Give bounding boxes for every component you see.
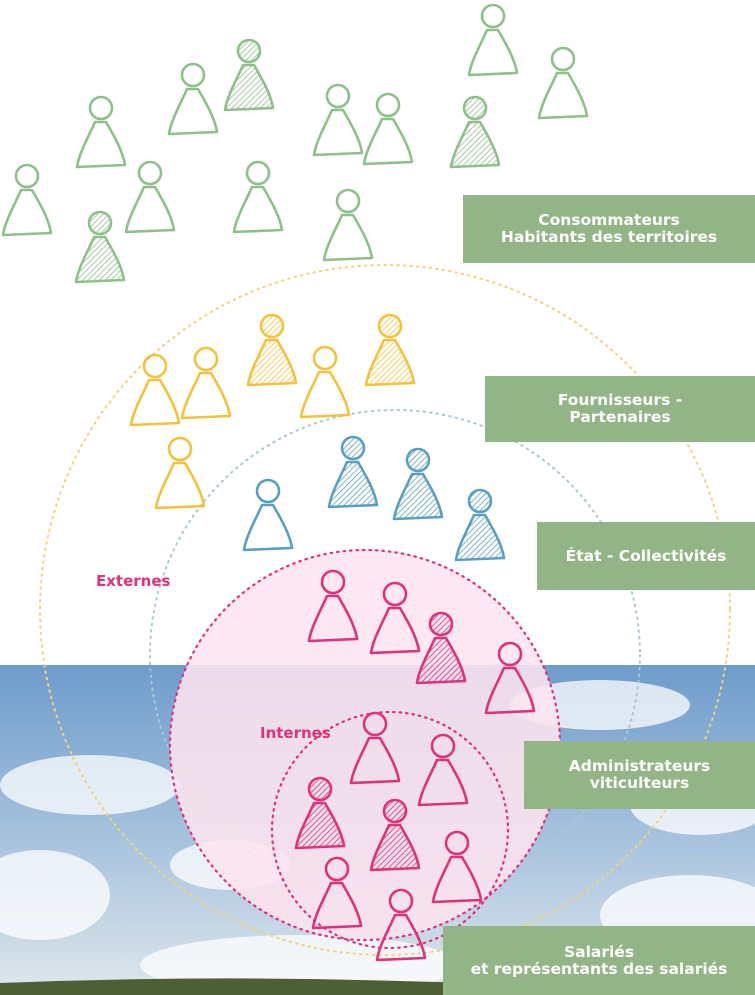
person-icon xyxy=(154,436,206,510)
person-icon xyxy=(322,188,374,262)
label-consumers-line1: Consommateurs xyxy=(538,211,680,229)
label-consumers-line2: Habitants des territoires xyxy=(500,228,718,246)
person-hatched-icon xyxy=(364,313,416,387)
person-icon xyxy=(299,345,351,419)
person-hatched-icon xyxy=(223,38,275,112)
label-administrators: Administrateurs viticulteurs xyxy=(524,741,755,809)
label-employees-line2: et représentants des salariés xyxy=(470,959,728,978)
person-icon xyxy=(312,83,364,157)
person-hatched-icon xyxy=(294,776,346,850)
group-label-external: Externes xyxy=(96,572,171,590)
person-icon xyxy=(417,733,469,807)
person-hatched-icon xyxy=(74,210,126,284)
person-icon xyxy=(484,641,536,715)
person-hatched-icon xyxy=(449,95,501,169)
person-icon xyxy=(537,46,589,120)
person-icon xyxy=(232,160,284,234)
label-state-line1: État - Collectivités xyxy=(565,546,727,565)
person-icon xyxy=(180,346,232,420)
person-icon xyxy=(307,569,359,643)
person-icon xyxy=(1,163,53,237)
people-layer xyxy=(1,3,589,962)
label-administrators-line1: Administrateurs xyxy=(568,757,711,775)
person-hatched-icon xyxy=(454,488,506,562)
label-suppliers-line1: Fournisseurs - xyxy=(557,391,683,409)
person-icon xyxy=(375,888,427,962)
person-icon xyxy=(349,711,401,785)
person-icon xyxy=(167,62,219,136)
label-consumers: Consommateurs Habitants des territoires xyxy=(463,195,755,263)
person-icon xyxy=(75,95,127,169)
person-hatched-icon xyxy=(392,447,444,521)
person-icon xyxy=(369,581,421,655)
person-icon xyxy=(129,353,181,427)
person-icon xyxy=(124,160,176,234)
outer-ring xyxy=(39,264,731,956)
group-label-internal: Internes xyxy=(260,724,331,742)
person-hatched-icon xyxy=(415,611,467,685)
person-hatched-icon xyxy=(369,798,421,872)
person-hatched-icon xyxy=(327,435,379,509)
person-hatched-icon xyxy=(246,313,298,387)
label-employees: Salariés et représentants des salariés xyxy=(443,926,755,995)
label-suppliers: Fournisseurs - Partenaires xyxy=(485,376,755,442)
label-state: État - Collectivités xyxy=(537,522,755,590)
person-icon xyxy=(467,3,519,77)
internal-inner-ring xyxy=(270,710,510,950)
label-administrators-line2: viticulteurs xyxy=(589,774,690,792)
person-icon xyxy=(311,856,363,930)
person-icon xyxy=(362,92,414,166)
person-icon xyxy=(431,830,483,904)
person-icon xyxy=(242,478,294,552)
label-suppliers-line2: Partenaires xyxy=(569,408,671,426)
label-employees-line1: Salariés xyxy=(563,942,635,961)
